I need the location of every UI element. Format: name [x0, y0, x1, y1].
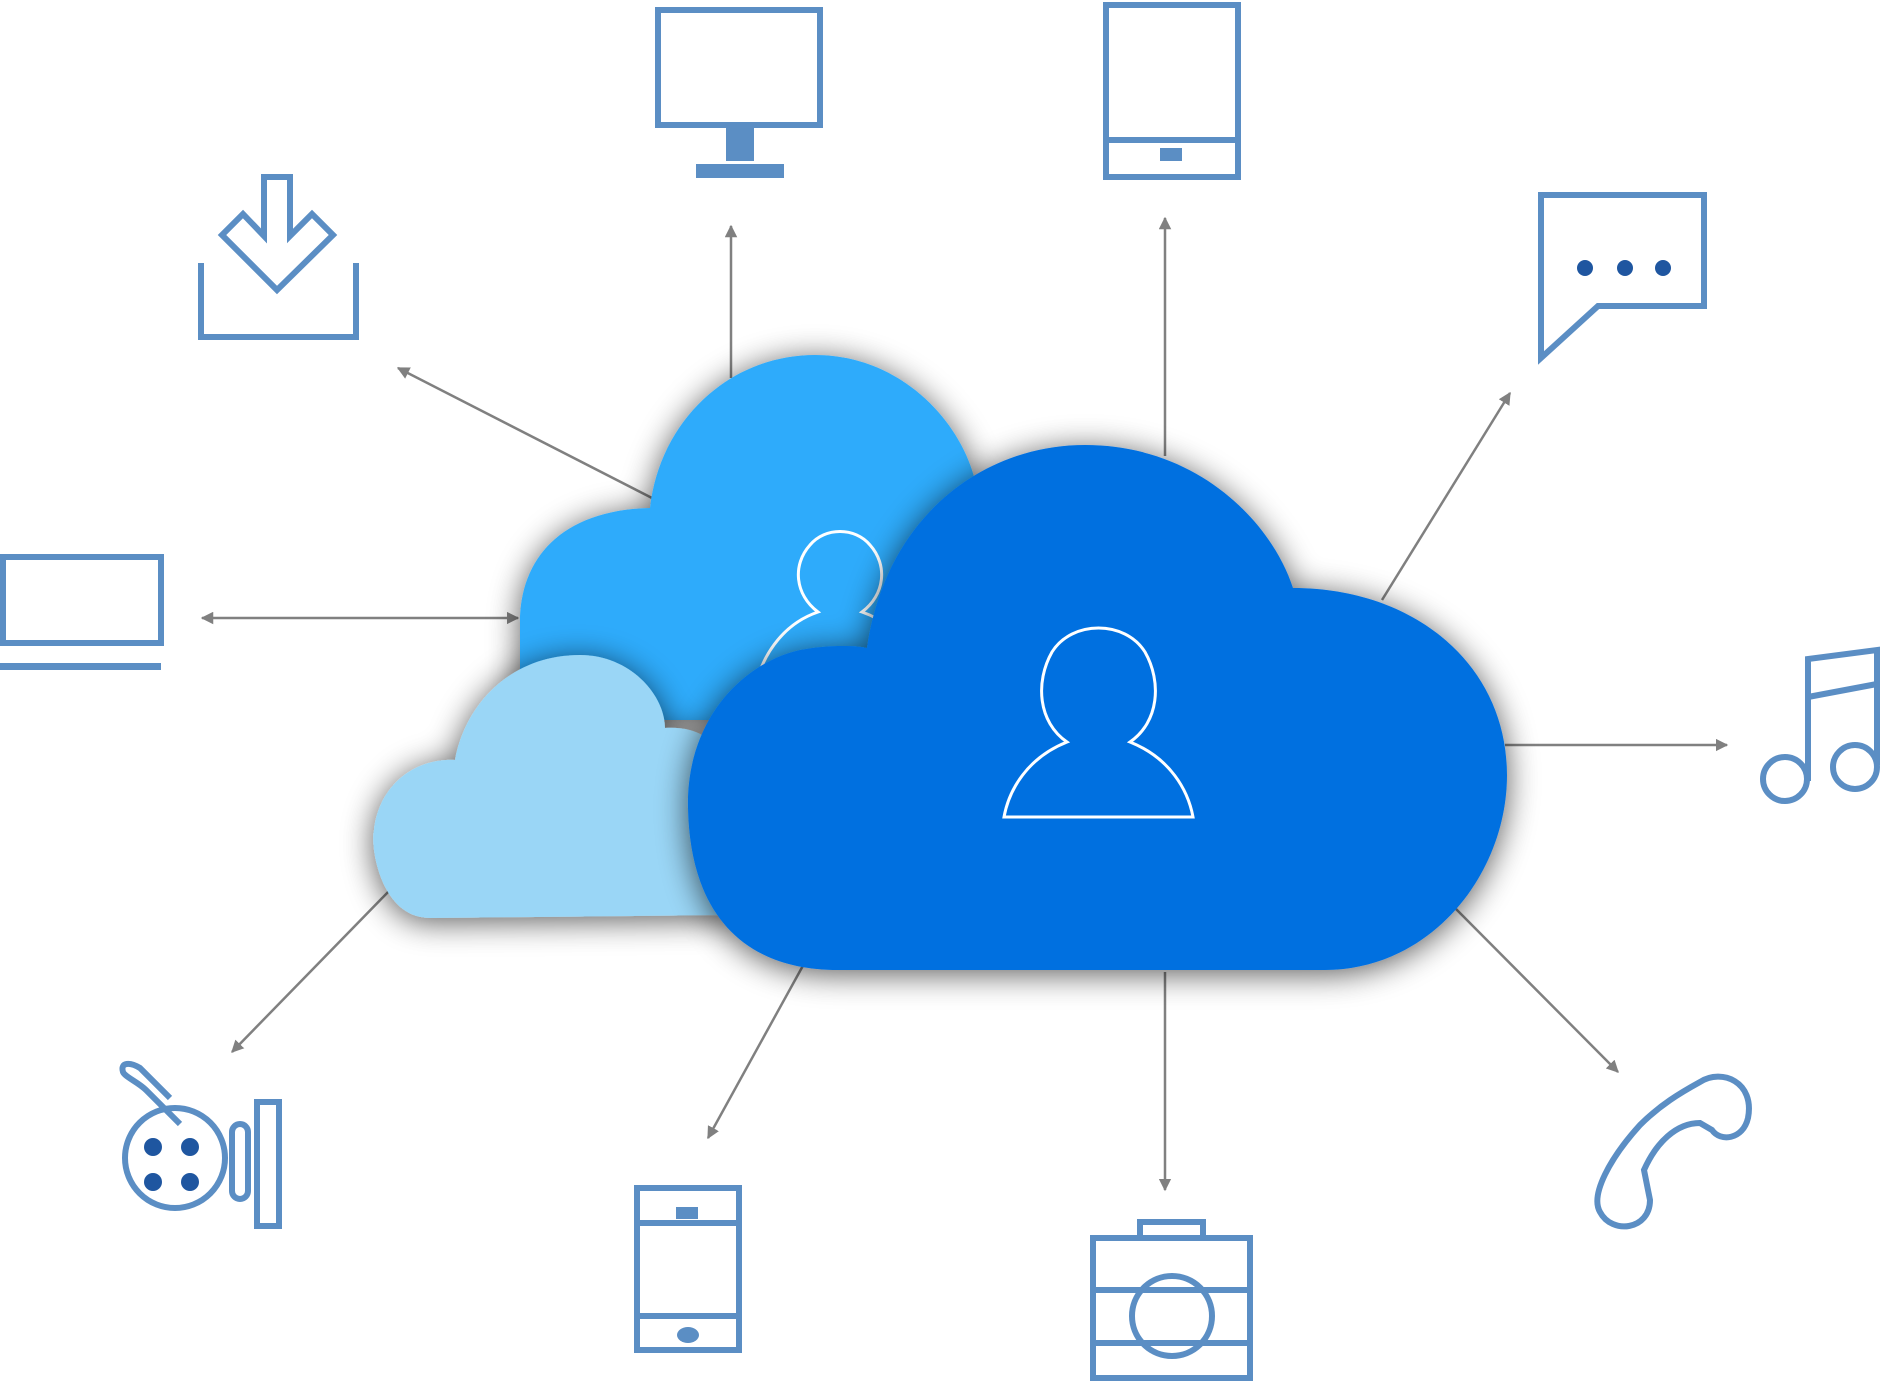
telephone-handset-icon: [1594, 1073, 1752, 1230]
back-cloud: [373, 655, 730, 918]
desktop-monitor-icon: [655, 7, 823, 178]
arrow-to-download: [396, 366, 653, 500]
arrow-to-mobile: [706, 961, 807, 1140]
cloud-cluster: [373, 355, 1507, 970]
tablet-icon: [1103, 2, 1241, 180]
connector-arrows: [200, 216, 1729, 1192]
music-note-icon: [1760, 646, 1880, 804]
user-icon: [1002, 626, 1195, 819]
laptop-icon: [0, 554, 164, 670]
download-icon: [198, 174, 359, 340]
arrow-to-phone: [1454, 907, 1619, 1073]
front-cloud: [687, 445, 1507, 970]
camera-icon: [1090, 1219, 1253, 1381]
mobile-phone-icon: [634, 1185, 742, 1353]
webcam-icon: [119, 1060, 282, 1229]
chat-bubble-icon: [1538, 192, 1707, 365]
arrow-to-webcam: [231, 889, 391, 1053]
arrow-to-chat: [1380, 391, 1512, 601]
